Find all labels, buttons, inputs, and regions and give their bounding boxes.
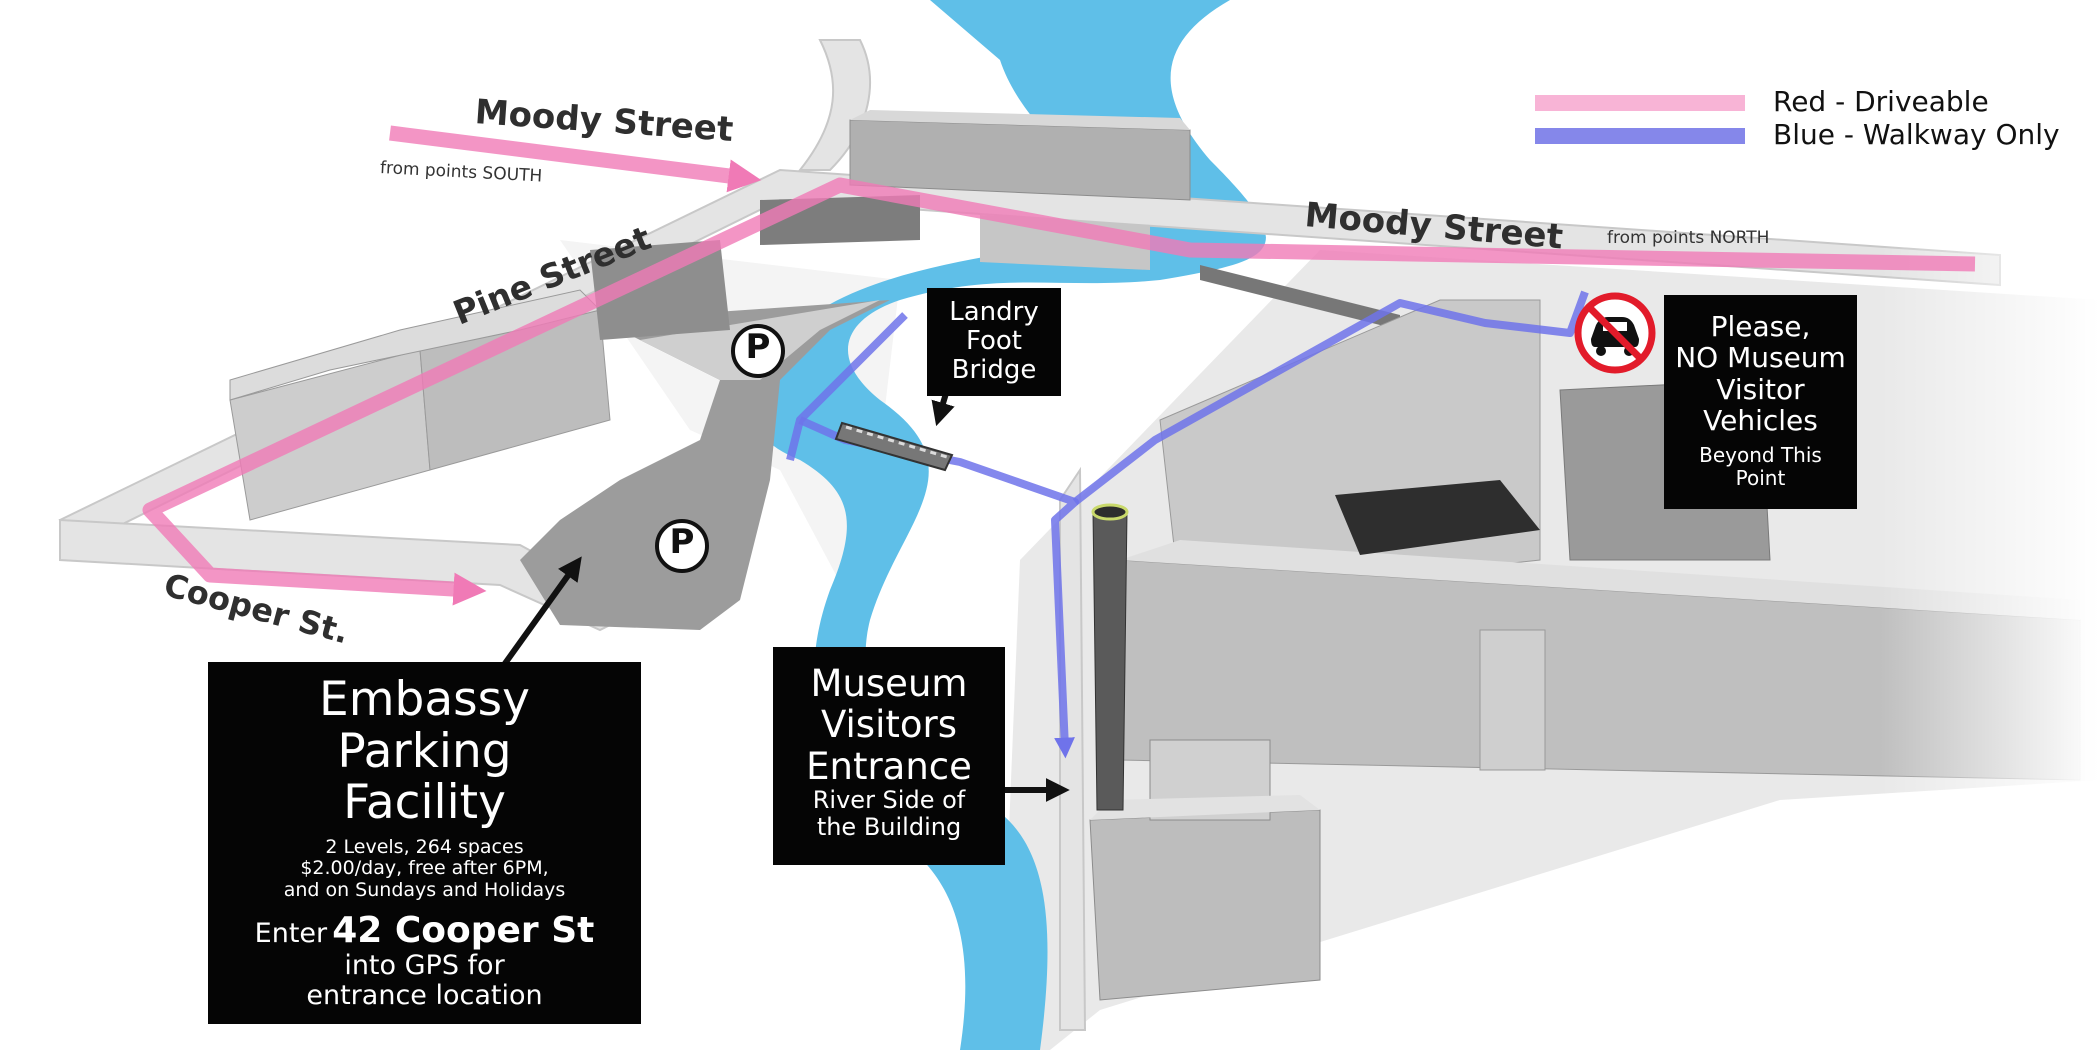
parking-facility-detail: $2.00/day, free after 6PM, — [300, 857, 549, 880]
no-vehicles-sign: Please, NO Museum Visitor Vehicles Beyon… — [1664, 295, 1857, 509]
legend-row-driveable: Red - Driveable — [1535, 85, 2075, 121]
no-vehicles-line: Beyond This — [1699, 443, 1822, 468]
enter-prefix: Enter — [254, 917, 328, 949]
legend-label-blue: Blue - Walkway Only — [1773, 118, 2060, 151]
museum-entrance-label: Museum Visitors Entrance River Side of t… — [773, 647, 1005, 865]
no-vehicles-line: Please, — [1710, 310, 1811, 343]
parking-address: 42 Cooper St — [332, 909, 595, 951]
foot-bridge-line: Foot — [965, 326, 1023, 357]
museum-entrance-line: River Side of — [812, 786, 966, 815]
parking-symbols — [655, 324, 785, 573]
buildings-left — [229, 195, 920, 521]
no-vehicles-line: NO Museum — [1675, 341, 1846, 375]
parking-gps-line: into GPS for — [344, 950, 505, 982]
parking-facility-detail: and on Sundays and Holidays — [283, 878, 566, 901]
parking-facility-info: Embassy Parking Facility 2 Levels, 264 s… — [208, 662, 641, 1024]
legend-swatch-blue — [1535, 128, 1745, 144]
fade-overlay — [1880, 230, 2100, 830]
museum-entrance-line: Entrance — [806, 744, 972, 788]
foot-bridge-label: Landry Foot Bridge — [927, 288, 1061, 396]
label-from-north: from points NORTH — [1607, 228, 1770, 248]
parking-facility-detail: 2 Levels, 264 spaces — [325, 836, 524, 859]
parking-gps-line: entrance location — [306, 980, 543, 1012]
mill-buildings — [1089, 299, 2081, 1001]
no-vehicles-line: Point — [1735, 465, 1786, 490]
parking-symbol: P — [669, 522, 695, 562]
museum-entrance-line: Visitors — [821, 703, 957, 747]
chimney — [1091, 503, 1129, 811]
dam — [1200, 265, 1400, 330]
driveable-routes — [142, 125, 1976, 606]
foot-bridge-line: Bridge — [951, 355, 1037, 386]
legend-swatch-red — [1535, 95, 1745, 111]
legend-label-red: Red - Driveable — [1773, 85, 1989, 118]
no-car-icon — [1574, 292, 1656, 374]
foot-bridge-line: Landry — [949, 297, 1039, 327]
building-top — [849, 110, 1191, 270]
parking-facility-address-line: Enter 42 Cooper St — [208, 909, 641, 951]
parking-facility-title-line: Facility — [343, 775, 506, 831]
parking-facility-title-line: Parking — [337, 723, 512, 779]
no-vehicles-line: Visitor — [1716, 372, 1805, 406]
landry-foot-bridge — [834, 421, 954, 472]
legend-row-walkway: Blue - Walkway Only — [1535, 118, 2075, 154]
museum-entrance-line: the Building — [816, 813, 962, 842]
parking-facility-title-line: Embassy — [319, 672, 530, 727]
no-vehicles-line: Vehicles — [1703, 404, 1818, 438]
museum-entrance-line: Museum — [810, 662, 968, 705]
parking-symbol: P — [745, 327, 771, 367]
